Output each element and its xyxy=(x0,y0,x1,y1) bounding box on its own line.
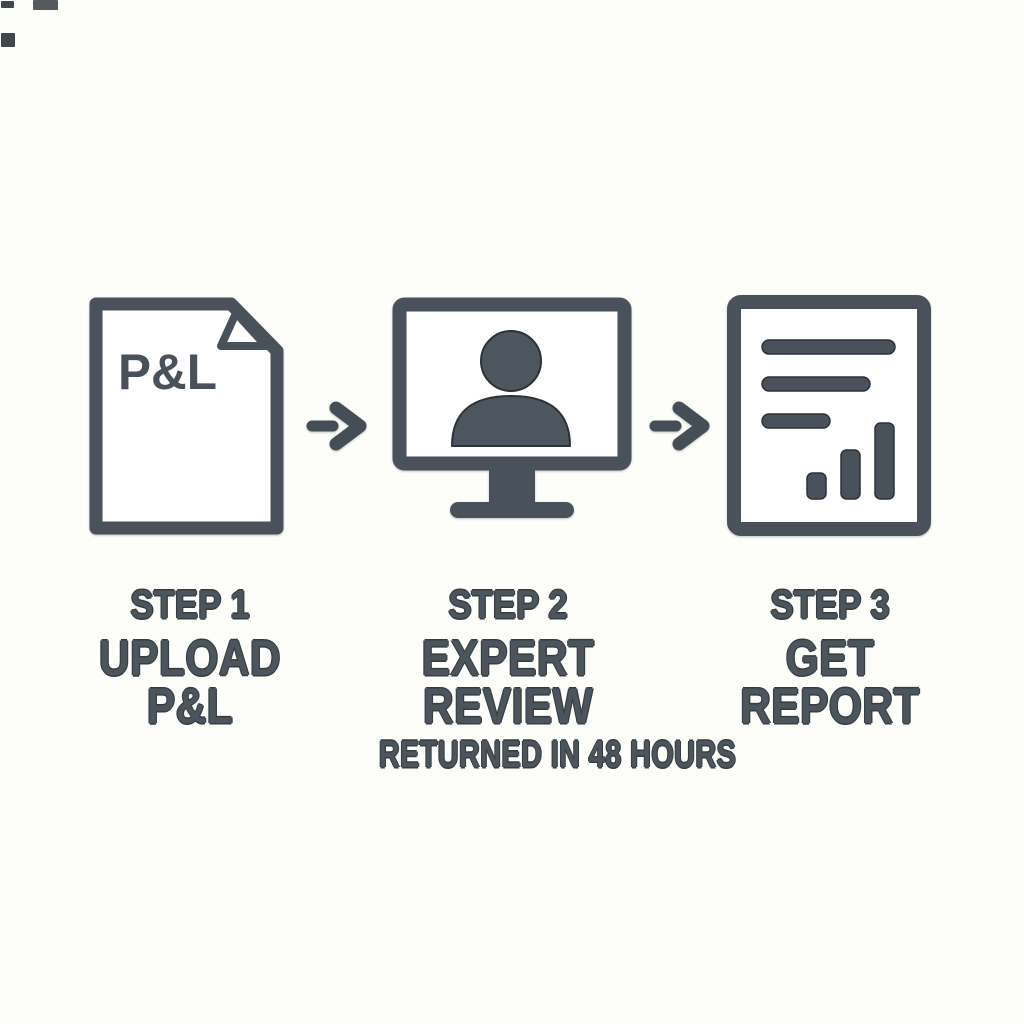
step-2-label: STEP 2 xyxy=(448,583,568,627)
corner-artifact xyxy=(1,33,15,47)
expert-monitor-icon xyxy=(392,297,632,518)
step-1-title-line-2: P&L xyxy=(146,678,234,734)
person-shoulders xyxy=(451,395,571,447)
step-3-label: STEP 3 xyxy=(770,583,890,627)
report-outline xyxy=(727,295,931,536)
report-text-line xyxy=(761,376,871,392)
right-arrow-icon xyxy=(649,401,710,451)
report-text-line xyxy=(761,413,831,429)
arrow-head xyxy=(672,401,710,451)
step-3-title-line-2: REPORT xyxy=(740,678,920,734)
report-document-icon xyxy=(727,295,931,536)
report-text-line xyxy=(761,339,896,355)
document-outline xyxy=(89,297,284,535)
corner-artifact xyxy=(1,1,14,8)
monitor-stand-neck xyxy=(489,464,535,506)
step-1-label: STEP 1 xyxy=(130,583,250,627)
pnl-document-icon: P&L xyxy=(89,297,284,535)
turnaround-note: RETURNED IN 48 HOURS xyxy=(378,734,737,776)
document-pnl-label: P&L xyxy=(118,344,217,400)
chart-bar-tall xyxy=(874,422,895,500)
arrow-head xyxy=(329,401,367,451)
step-2-title-line-1: EXPERT xyxy=(421,630,595,686)
chart-bar-small xyxy=(806,472,827,500)
folded-corner xyxy=(217,309,270,350)
chart-bar-medium xyxy=(840,449,861,500)
right-arrow-icon xyxy=(306,401,367,451)
step-2-title-line-2: REVIEW xyxy=(422,678,594,734)
step-3-title-line-1: GET xyxy=(785,630,875,686)
person-head xyxy=(480,330,542,392)
corner-artifact xyxy=(33,0,58,10)
step-1-title-line-1: UPLOAD xyxy=(98,630,281,686)
monitor-stand-base xyxy=(450,502,574,518)
